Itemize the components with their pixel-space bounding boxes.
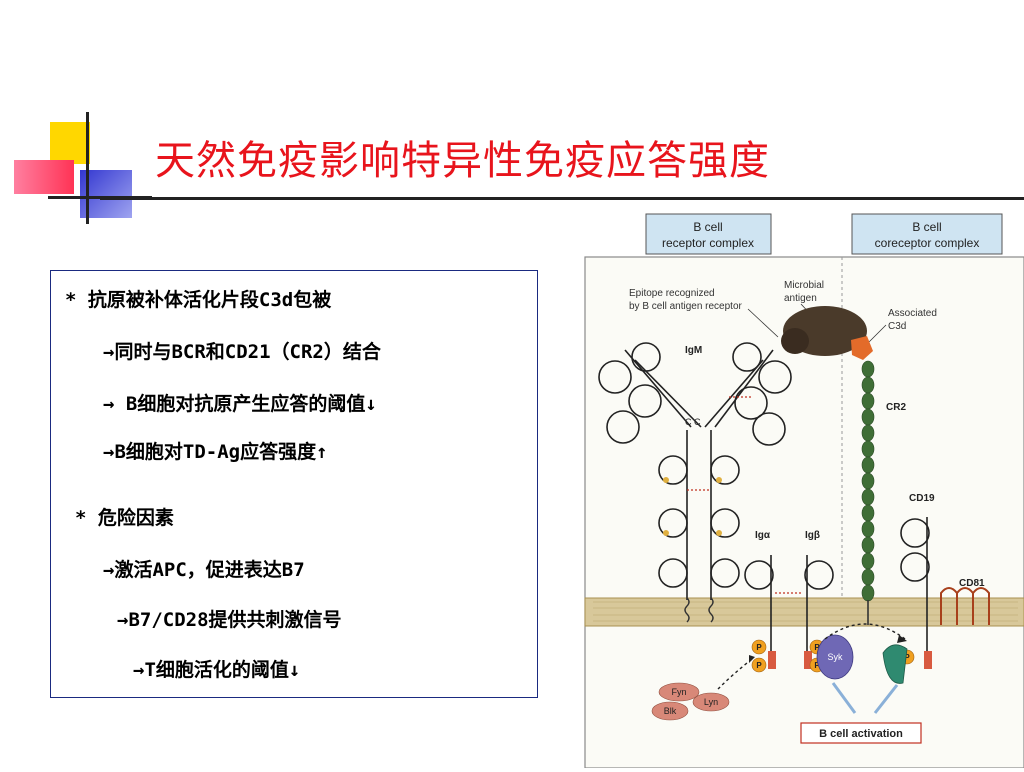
b-cell-activation-box: [800, 722, 922, 744]
bcr-complex-label-1: B cell: [693, 220, 722, 234]
cd81-molecule: [940, 587, 990, 625]
assoc-c3d-label-2: C3d: [888, 321, 906, 332]
p-label-3: P: [814, 643, 820, 652]
blk-label: Blk: [664, 706, 677, 716]
cd19-molecule: [900, 517, 930, 665]
epitope-label-2: by B cell antigen receptor: [629, 301, 743, 312]
bcr-complex-label-2: receptor complex: [662, 236, 754, 250]
assoc-c3d-label-1: Associated: [888, 308, 937, 319]
microbial-label-2: antigen: [784, 293, 817, 304]
cr2-label: CR2: [886, 402, 906, 413]
syk-to-vav-arrow: [824, 623, 906, 640]
fyn-label: Fyn: [671, 687, 686, 697]
cd19-label: CD19: [909, 493, 935, 504]
p-label-2: P: [756, 661, 762, 670]
p-label-1: P: [756, 643, 762, 652]
c3d-shape: [851, 336, 873, 360]
item-b7-cd28: →B7/CD28提供共刺激信号: [117, 609, 342, 631]
vertical-bar: [86, 112, 89, 224]
cell-membrane: [584, 597, 1024, 627]
slide-title: 天然免疫影响特异性免疫应答强度: [155, 138, 770, 184]
epitope-label-1: Epitope recognized: [629, 288, 715, 299]
ig-alpha-label: Igα: [755, 530, 771, 541]
igm-label: IgM: [685, 345, 702, 356]
p-label-5: P: [904, 653, 910, 662]
item-td-ag-response: →B细胞对TD-Ag应答强度↑: [103, 441, 328, 463]
ig-beta-label: Igβ: [805, 530, 820, 541]
item-t-cell-threshold: →T细胞活化的阈值↓: [133, 659, 301, 681]
bullet-antigen-c3d: * 抗原被补体活化片段C3d包被: [65, 289, 332, 311]
bcr-complex-figure: B cell receptor complex B cell corecepto…: [563, 205, 1024, 769]
lyn-kinase: [692, 692, 730, 712]
syk-activation-arrow: [831, 682, 857, 714]
syk-kinase: [816, 634, 854, 680]
fyn-kinase: [658, 682, 700, 702]
p-label-4: P: [814, 661, 820, 670]
bullet-danger: * 危险因素: [75, 507, 174, 529]
blk-kinase: [651, 701, 689, 721]
item-threshold-down: → B细胞对抗原产生应答的阈值↓: [103, 393, 377, 415]
b-cell-activation-label: B cell activation: [819, 728, 903, 740]
ig-alpha-beta: [744, 555, 834, 665]
bcr-complex-box: [645, 213, 772, 255]
cd81-label: CD81: [959, 578, 985, 589]
vav-kinase: [882, 644, 908, 684]
lyn-label: Lyn: [704, 697, 718, 707]
cc-label: C C: [685, 417, 701, 427]
red-square: [14, 160, 74, 194]
item-activate-apc: →激活APC，促进表达B7: [103, 559, 305, 581]
igm-molecule: [598, 342, 792, 600]
cr2-chain: [861, 360, 875, 602]
content-box: * 抗原被补体活化片段C3d包被 →同时与BCR和CD21（CR2）结合 → B…: [50, 270, 538, 698]
title-underline: [100, 197, 1024, 200]
yellow-square: [50, 122, 90, 164]
vav-activation-arrow: [873, 684, 899, 714]
item-bcr-cd21: →同时与BCR和CD21（CR2）结合: [103, 341, 381, 363]
coreceptor-label-1: B cell: [912, 220, 941, 234]
coreceptor-complex-box: [851, 213, 1003, 255]
microbial-label-1: Microbial: [784, 280, 824, 291]
bcr-diagram-svg: B cell receptor complex B cell corecepto…: [563, 205, 1024, 769]
syk-label: Syk: [827, 652, 843, 662]
corner-decoration: [0, 100, 160, 230]
coreceptor-label-2: coreceptor complex: [875, 236, 980, 250]
